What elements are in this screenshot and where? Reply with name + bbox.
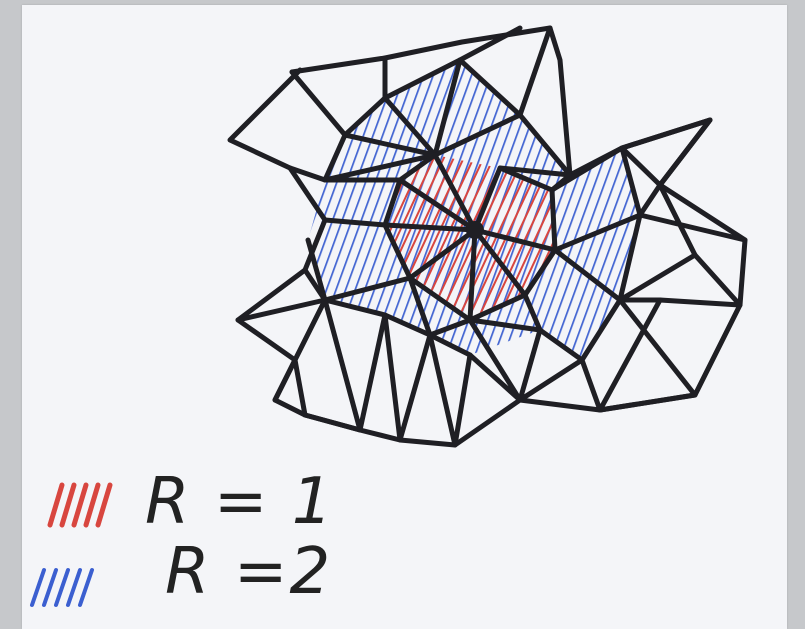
legend-swatch-r2 xyxy=(32,570,92,605)
center-vertex xyxy=(466,221,484,239)
legend-swatch-r1 xyxy=(50,485,110,525)
legend-label-r1: R = 1 xyxy=(145,470,335,534)
legend-label-r2: R =2 xyxy=(165,540,332,604)
